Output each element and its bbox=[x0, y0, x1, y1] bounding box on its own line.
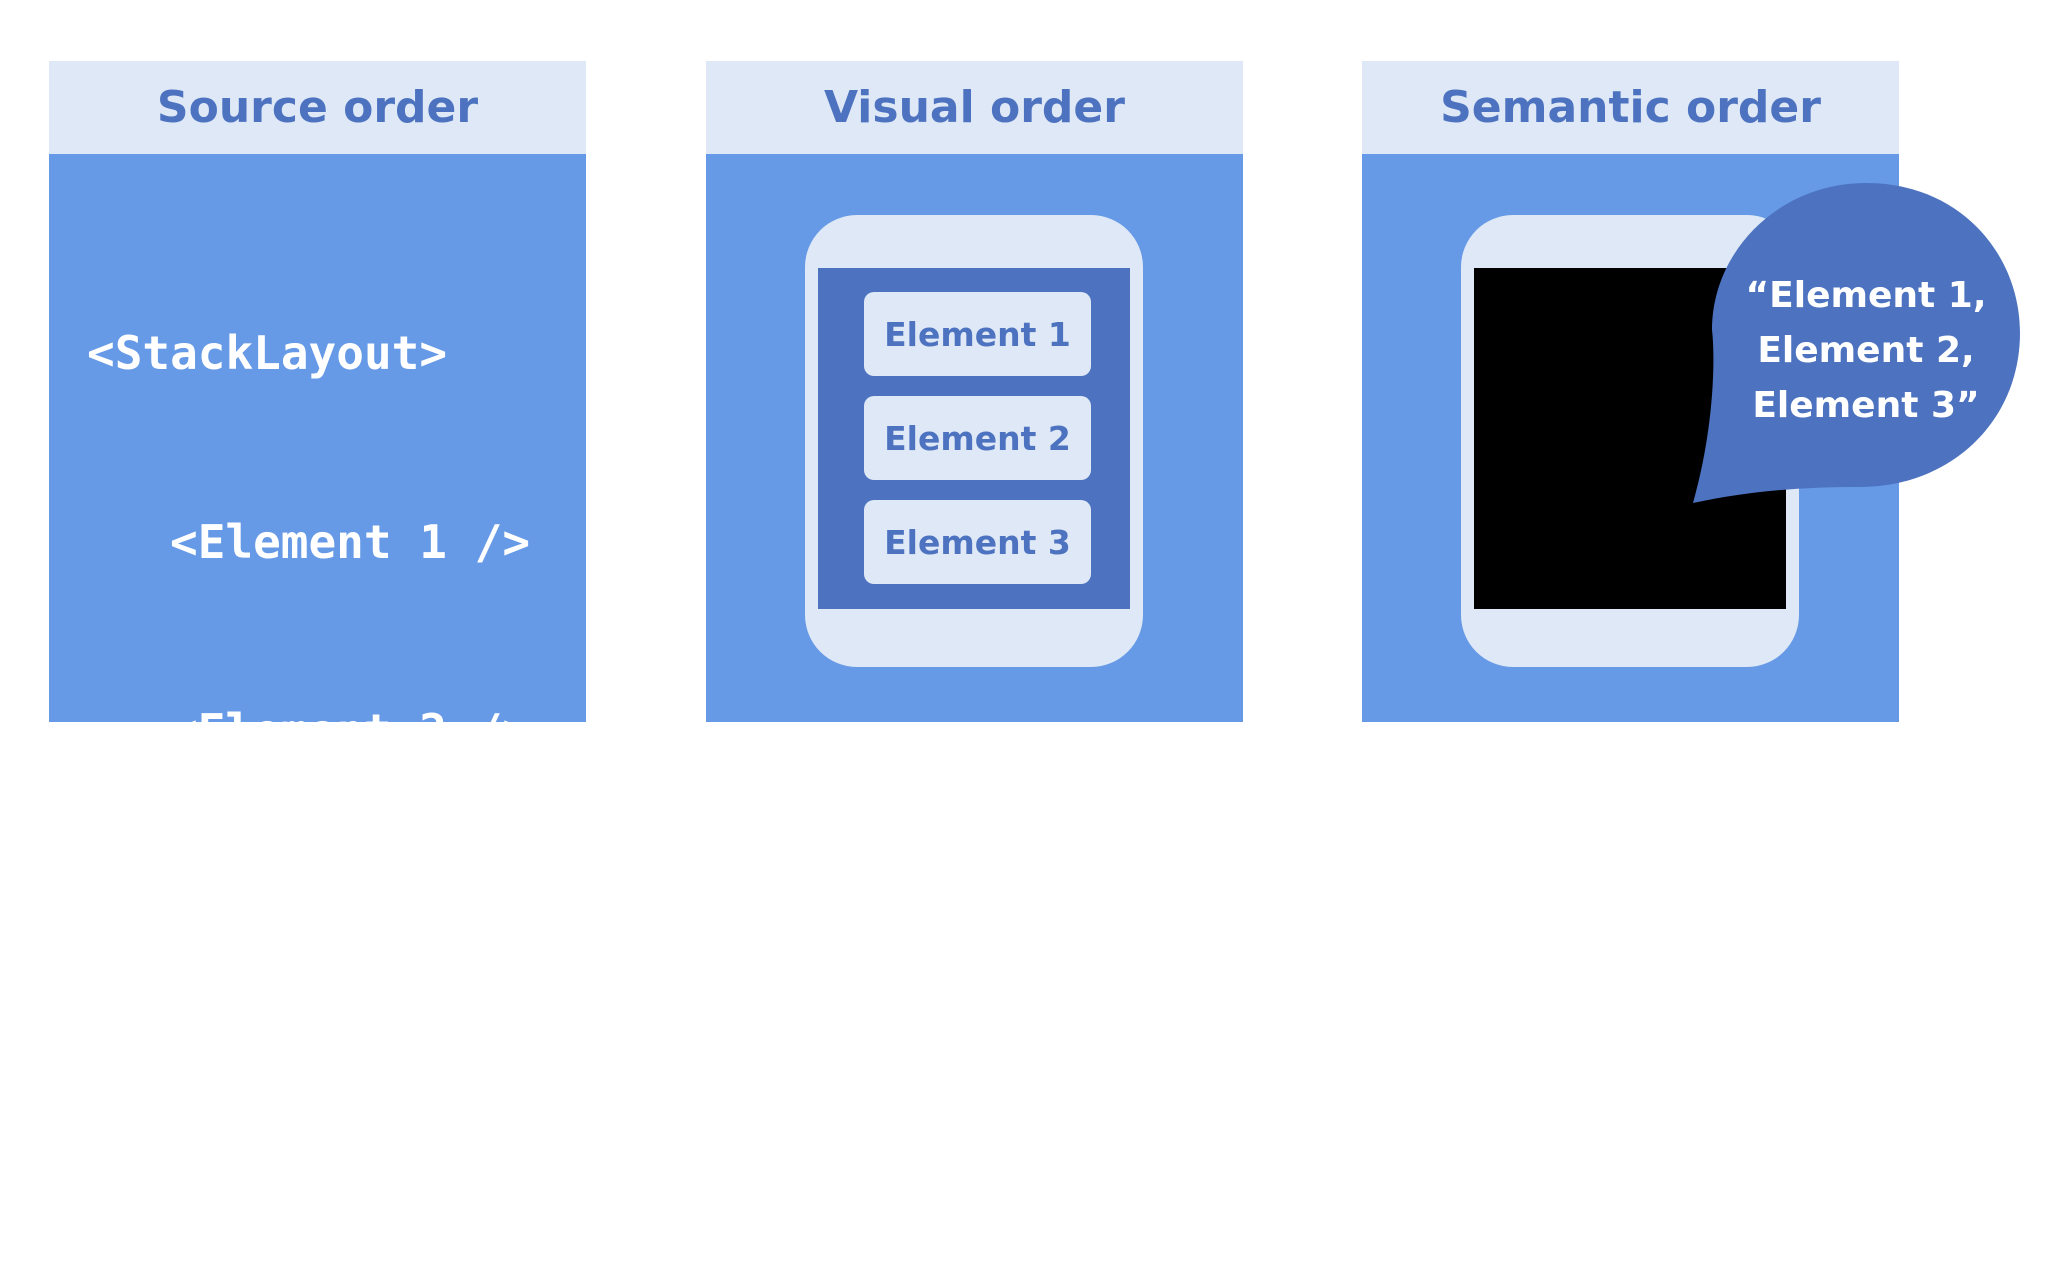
speech-bubble-icon bbox=[1693, 183, 2020, 503]
speech-line-2: Element 2, bbox=[1757, 330, 1975, 371]
element-1-box: Element 1 bbox=[864, 292, 1091, 376]
code-line-element-1: <Element 1 /> bbox=[170, 515, 531, 569]
speech-line-1: “Element 1, bbox=[1745, 275, 1987, 316]
element-3-box: Element 3 bbox=[864, 500, 1091, 584]
code-line-element-3: <Element 3 /> bbox=[170, 893, 531, 947]
source-order-title: Source order bbox=[49, 61, 586, 154]
source-code-block: <StackLayout> <Element 1 /> <Element 2 /… bbox=[87, 196, 530, 1267]
screen-reader-speech: “Element 1, Element 2, Element 3” bbox=[1712, 268, 2020, 433]
element-2-box: Element 2 bbox=[864, 396, 1091, 480]
semantic-order-title: Semantic order bbox=[1362, 61, 1899, 154]
device-illustration: Element 1 Element 2 Element 3 bbox=[805, 215, 1143, 667]
device-screen: Element 1 Element 2 Element 3 bbox=[818, 268, 1130, 609]
visual-order-title: Visual order bbox=[706, 61, 1243, 154]
code-line-element-2: <Element 2 /> bbox=[170, 704, 531, 758]
source-order-panel: Source order <StackLayout> <Element 1 />… bbox=[49, 61, 586, 1136]
speech-line-3: Element 3” bbox=[1752, 385, 1980, 426]
code-line-close-stacklayout: </StackLayout> bbox=[87, 1082, 475, 1136]
visual-order-panel: Visual order Element 1 Element 2 Element… bbox=[706, 61, 1243, 722]
code-line-open-stacklayout: <StackLayout> bbox=[87, 326, 448, 380]
